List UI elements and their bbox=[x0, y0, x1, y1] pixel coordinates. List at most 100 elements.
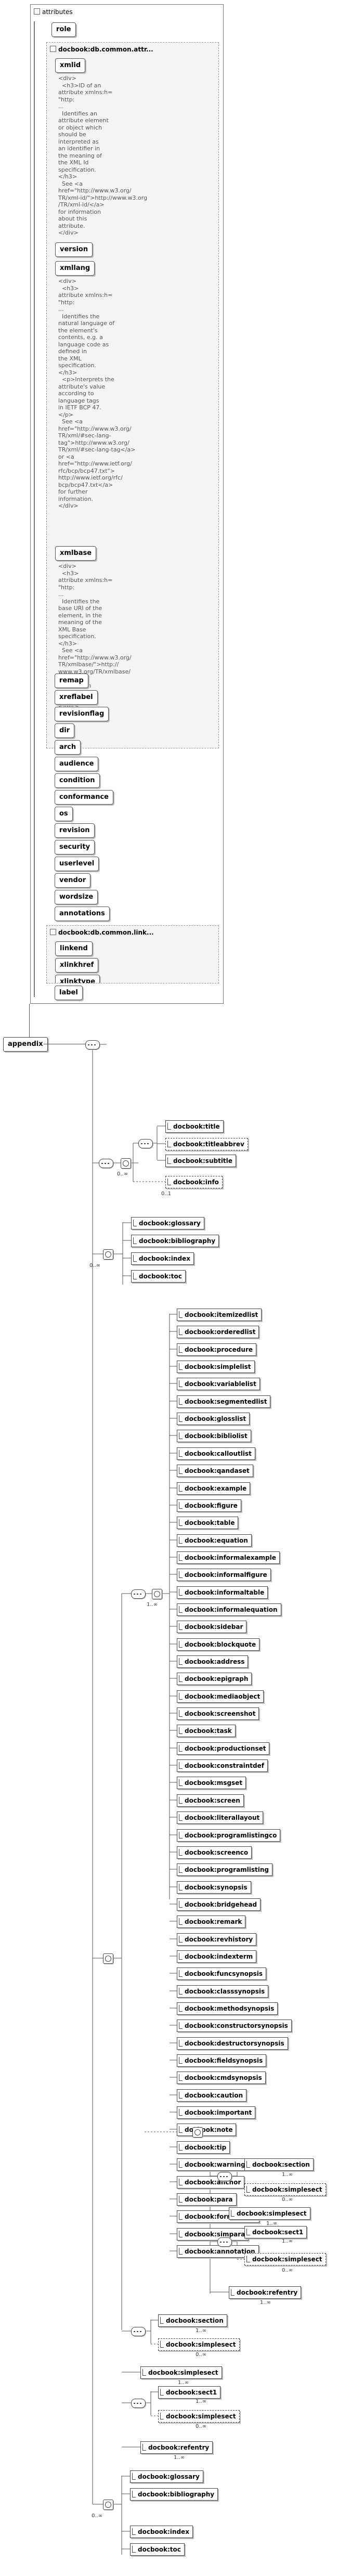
element-block-docbook-programlistingco[interactable]: docbook:programlistingco bbox=[177, 1829, 281, 1842]
element-block-docbook-constructorsynopsis[interactable]: docbook:constructorsynopsis bbox=[177, 2020, 292, 2032]
element-block-docbook-informalexample[interactable]: docbook:informalexample bbox=[177, 1551, 280, 1564]
attribute-remap[interactable]: remap bbox=[55, 674, 88, 688]
element-block-docbook-tip[interactable]: docbook:tip bbox=[177, 2141, 230, 2154]
element-block-docbook-revhistory[interactable]: docbook:revhistory bbox=[177, 1933, 257, 1946]
attribute-xmlbase[interactable]: xmlbase bbox=[55, 546, 97, 561]
element-nav-bottom-docbook-toc[interactable]: docbook:toc bbox=[130, 2543, 185, 2556]
root-element-appendix[interactable]: appendix bbox=[3, 1037, 48, 1052]
sequence-blocks[interactable] bbox=[131, 1589, 146, 1599]
element-nav-top-docbook-glossary[interactable]: docbook:glossary bbox=[131, 1217, 204, 1229]
element-block-docbook-mediaobject[interactable]: docbook:mediaobject bbox=[177, 1690, 264, 1703]
element-block-docbook-note[interactable]: docbook:note bbox=[177, 2124, 237, 2136]
element-section-inner[interactable]: docbook:section bbox=[244, 2158, 314, 2171]
element-block-docbook-synopsis[interactable]: docbook:synopsis bbox=[177, 1881, 251, 1894]
attribute-xlinkhref[interactable]: xlinkhref bbox=[55, 958, 99, 973]
element-nav-bottom-docbook-index[interactable]: docbook:index bbox=[130, 2526, 193, 2538]
element-sect1-inner[interactable]: docbook:sect1 bbox=[244, 2226, 307, 2238]
element-docbook-subtitle[interactable]: docbook:subtitle bbox=[165, 1155, 236, 1167]
attribute-annotations[interactable]: annotations bbox=[55, 907, 110, 921]
element-nav-top-docbook-toc[interactable]: docbook:toc bbox=[131, 1270, 186, 1283]
element-block-docbook-bibliolist[interactable]: docbook:bibliolist bbox=[177, 1430, 251, 1442]
element-block-docbook-fieldsynopsis[interactable]: docbook:fieldsynopsis bbox=[177, 2054, 267, 2067]
element-block-docbook-methodsynopsis[interactable]: docbook:methodsynopsis bbox=[177, 2002, 278, 2015]
element-block-docbook-bridgehead[interactable]: docbook:bridgehead bbox=[177, 1898, 261, 1911]
element-block-docbook-sidebar[interactable]: docbook:sidebar bbox=[177, 1621, 247, 1633]
choice-blocks[interactable] bbox=[152, 1589, 162, 1599]
element-simplesect-sect1-inner[interactable]: docbook:simplesect bbox=[244, 2253, 326, 2266]
element-simplesect-sect1-outer[interactable]: docbook:simplesect bbox=[158, 2410, 240, 2423]
element-block-docbook-calloutlist[interactable]: docbook:calloutlist bbox=[177, 1447, 255, 1460]
attribute-security[interactable]: security bbox=[55, 840, 95, 855]
attribute-xmllang[interactable]: xmllang bbox=[55, 261, 95, 276]
choice-nav-top[interactable] bbox=[103, 1249, 113, 1260]
element-block-docbook-important[interactable]: docbook:important bbox=[177, 2106, 256, 2119]
element-block-docbook-segmentedlist[interactable]: docbook:segmentedlist bbox=[177, 1395, 271, 1408]
element-block-docbook-equation[interactable]: docbook:equation bbox=[177, 1534, 252, 1547]
element-docbook-info[interactable]: docbook:info bbox=[165, 1176, 223, 1188]
element-block-docbook-anchor[interactable]: docbook:anchor bbox=[177, 2176, 245, 2189]
element-refentry-outer[interactable]: docbook:refentry bbox=[140, 2441, 213, 2454]
element-simplesect-outer[interactable]: docbook:simplesect bbox=[158, 2338, 240, 2351]
choice-after-blocks[interactable] bbox=[192, 2127, 203, 2138]
attribute-audience[interactable]: audience bbox=[55, 757, 99, 771]
attribute-revisionflag[interactable]: revisionflag bbox=[55, 707, 109, 721]
attribute-os[interactable]: os bbox=[55, 807, 73, 821]
element-block-docbook-variablelist[interactable]: docbook:variablelist bbox=[177, 1378, 260, 1390]
attribute-role[interactable]: role bbox=[51, 22, 76, 37]
attribute-linkend[interactable]: linkend bbox=[55, 941, 93, 956]
sequence-info[interactable] bbox=[99, 1159, 113, 1168]
element-block-docbook-cmdsynopsis[interactable]: docbook:cmdsynopsis bbox=[177, 2072, 266, 2084]
sequence-section[interactable] bbox=[217, 2172, 232, 2181]
attribute-revision[interactable]: revision bbox=[55, 823, 95, 838]
element-nav-top-docbook-index[interactable]: docbook:index bbox=[131, 1252, 194, 1265]
element-nav-bottom-docbook-glossary[interactable]: docbook:glossary bbox=[130, 2470, 203, 2483]
attribute-conformance[interactable]: conformance bbox=[55, 790, 113, 805]
attribute-userlevel[interactable]: userlevel bbox=[55, 857, 99, 871]
sequence-main[interactable] bbox=[85, 1040, 100, 1050]
element-block-docbook-simpara[interactable]: docbook:simpara bbox=[177, 2228, 249, 2241]
element-block-docbook-screenco[interactable]: docbook:screenco bbox=[177, 1846, 252, 1859]
element-nav-bottom-docbook-bibliography[interactable]: docbook:bibliography bbox=[130, 2488, 218, 2501]
element-block-docbook-informalfigure[interactable]: docbook:informalfigure bbox=[177, 1569, 271, 1581]
element-block-docbook-caution[interactable]: docbook:caution bbox=[177, 2089, 247, 2102]
element-block-docbook-address[interactable]: docbook:address bbox=[177, 1655, 249, 1668]
element-block-docbook-simplelist[interactable]: docbook:simplelist bbox=[177, 1361, 255, 1373]
element-block-docbook-glosslist[interactable]: docbook:glosslist bbox=[177, 1413, 250, 1425]
element-block-docbook-literallayout[interactable]: docbook:literallayout bbox=[177, 1811, 264, 1824]
element-block-docbook-figure[interactable]: docbook:figure bbox=[177, 1499, 241, 1512]
element-section-outer[interactable]: docbook:section bbox=[158, 2314, 227, 2327]
element-sect1-outer[interactable]: docbook:sect1 bbox=[158, 2386, 221, 2399]
sequence-section-outer[interactable] bbox=[131, 2327, 146, 2336]
sequence-sect1[interactable] bbox=[217, 2237, 232, 2247]
element-block-docbook-funcsynopsis[interactable]: docbook:funcsynopsis bbox=[177, 1967, 266, 1980]
choice-body[interactable] bbox=[103, 1953, 113, 1964]
element-block-docbook-screenshot[interactable]: docbook:screenshot bbox=[177, 1707, 259, 1720]
element-simplesect-mid[interactable]: docbook:simplesect bbox=[229, 2207, 310, 2220]
element-simplesect-inner[interactable]: docbook:simplesect bbox=[244, 2183, 326, 2196]
attribute-wordsize[interactable]: wordsize bbox=[55, 890, 98, 904]
element-block-docbook-task[interactable]: docbook:task bbox=[177, 1725, 236, 1737]
choice-info[interactable] bbox=[121, 1158, 131, 1169]
element-block-docbook-screen[interactable]: docbook:screen bbox=[177, 1794, 244, 1807]
element-block-docbook-destructorsynopsis[interactable]: docbook:destructorsynopsis bbox=[177, 2037, 288, 2050]
attribute-xlinktype[interactable]: xlinktype bbox=[55, 975, 100, 983]
sequence-title-group[interactable] bbox=[138, 1139, 153, 1148]
element-block-docbook-constraintdef[interactable]: docbook:constraintdef bbox=[177, 1759, 268, 1772]
element-block-docbook-programlisting[interactable]: docbook:programlisting bbox=[177, 1863, 273, 1876]
element-block-docbook-procedure[interactable]: docbook:procedure bbox=[177, 1343, 256, 1356]
element-block-docbook-orderedlist[interactable]: docbook:orderedlist bbox=[177, 1326, 259, 1338]
element-block-docbook-table[interactable]: docbook:table bbox=[177, 1517, 239, 1529]
element-block-docbook-informaltable[interactable]: docbook:informaltable bbox=[177, 1586, 268, 1599]
element-block-docbook-itemizedlist[interactable]: docbook:itemizedlist bbox=[177, 1309, 262, 1321]
attribute-version[interactable]: version bbox=[55, 242, 93, 257]
element-block-docbook-blockquote[interactable]: docbook:blockquote bbox=[177, 1638, 260, 1651]
element-nav-top-docbook-bibliography[interactable]: docbook:bibliography bbox=[131, 1235, 219, 1247]
attribute-condition[interactable]: condition bbox=[55, 773, 100, 788]
element-block-docbook-informalequation[interactable]: docbook:informalequation bbox=[177, 1603, 281, 1616]
attribute-arch[interactable]: arch bbox=[55, 740, 81, 755]
element-block-docbook-para[interactable]: docbook:para bbox=[177, 2193, 237, 2206]
attribute-dir[interactable]: dir bbox=[55, 723, 75, 738]
attribute-label[interactable]: label bbox=[55, 986, 83, 1000]
element-block-docbook-indexterm[interactable]: docbook:indexterm bbox=[177, 1950, 257, 1963]
choice-nav-bottom[interactable] bbox=[103, 2500, 113, 2510]
